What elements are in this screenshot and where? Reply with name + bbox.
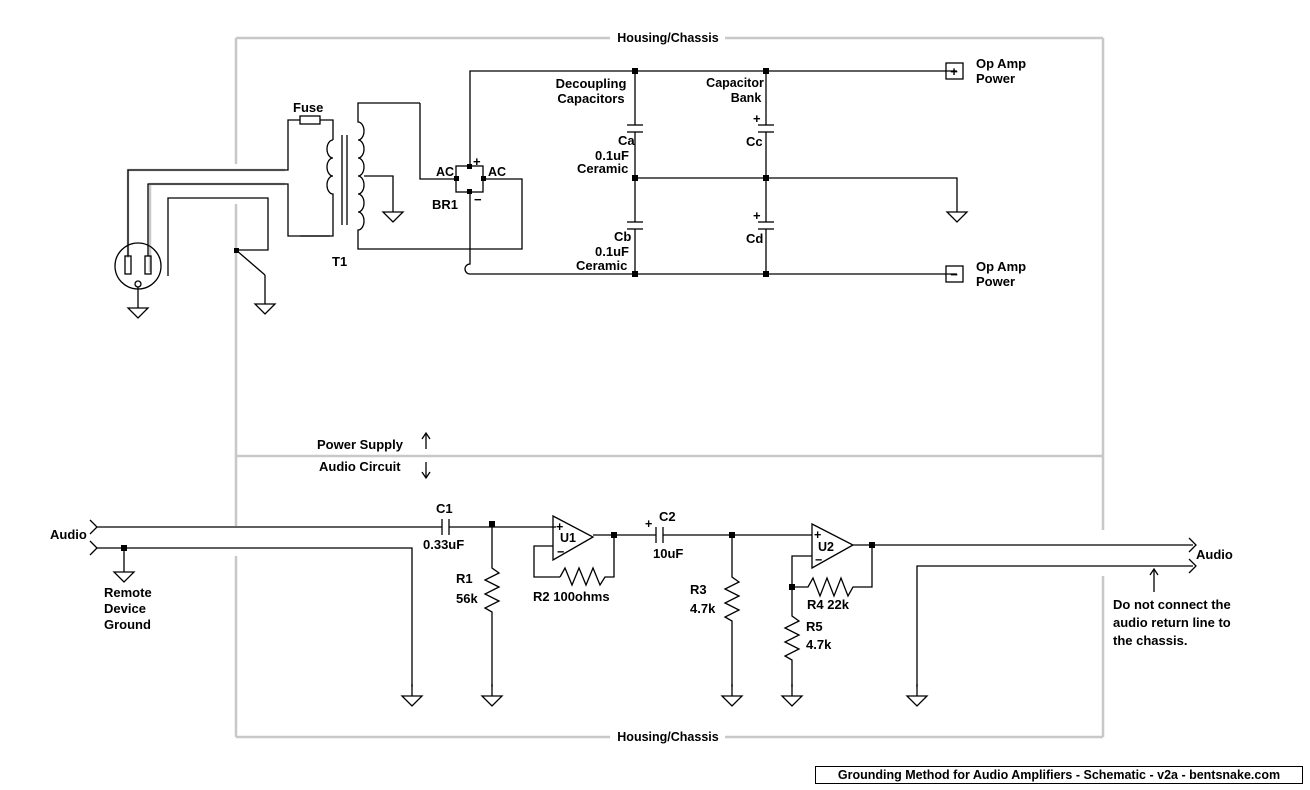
capacitor-c1 [441, 519, 556, 535]
c1-value: 0.33uF [423, 537, 464, 552]
chassis-ground [234, 248, 266, 292]
ca-value: 0.1uF [595, 148, 629, 163]
opamp-pos-line2: Power [976, 71, 1015, 86]
remote-line1: Remote [104, 585, 152, 600]
u1-minus: − [557, 545, 564, 559]
ca-name: Ca [618, 133, 635, 148]
transformer-t1 [300, 102, 470, 250]
bridge-plus: + [473, 154, 481, 169]
bank-label-line2: Bank [731, 91, 762, 105]
neg-terminal-sign: − [950, 267, 958, 282]
opamp-neg-line2: Power [976, 274, 1015, 289]
remote-line2: Device [104, 601, 146, 616]
u1-plus: + [556, 520, 563, 534]
decoupling-label-line1: Decoupling [556, 76, 627, 91]
opamp-u2 [783, 522, 1193, 687]
r4-label: R4 22k [807, 597, 850, 612]
outlet-ground-icon [127, 295, 149, 319]
note-line3: the chassis. [1113, 633, 1187, 648]
r5-ground-icon [781, 683, 803, 707]
u1-label: U1 [560, 531, 576, 545]
bridge-rectifier-br1 [454, 70, 957, 275]
section-power-supply: Power Supply [317, 437, 404, 452]
cb-name: Cb [614, 229, 631, 244]
chassis-label-bottom: Housing/Chassis [617, 730, 718, 744]
t1-label: T1 [332, 254, 347, 269]
r2-label: R2 100ohms [533, 589, 610, 604]
c1-name: C1 [436, 501, 453, 516]
bridge-minus: − [474, 192, 482, 207]
resistor-r3 [723, 532, 741, 687]
supply-ground-icon [946, 199, 968, 223]
r1-ground-icon [481, 683, 503, 707]
u2-minus: − [815, 553, 822, 567]
cb-type: Ceramic [576, 258, 627, 273]
audio-input-connector [89, 519, 442, 687]
resistor-r1 [483, 521, 501, 687]
chassis-label-top: Housing/Chassis [617, 31, 718, 45]
note-line2: audio return line to [1113, 615, 1231, 630]
audio-output-connector [916, 537, 1197, 687]
note-line1: Do not connect the [1113, 597, 1231, 612]
u2-plus: + [814, 528, 821, 542]
supply-capacitors [627, 68, 958, 277]
remote-ground-icon [113, 559, 135, 583]
decoupling-label-line2: Capacitors [557, 91, 624, 106]
opamp-power-terminals [945, 62, 964, 283]
ct-ground-icon [382, 199, 404, 223]
ca-type: Ceramic [577, 161, 628, 176]
cc-plus: + [753, 111, 761, 126]
opamp-neg-line1: Op Amp [976, 259, 1026, 274]
input-return-ground-icon [401, 683, 423, 707]
audio-in-label: Audio [50, 527, 87, 542]
u2-label: U2 [818, 540, 834, 554]
remote-line3: Ground [104, 617, 151, 632]
cb-value: 0.1uF [595, 244, 629, 259]
output-return-ground-icon [906, 683, 928, 707]
c2-plus: + [645, 517, 652, 531]
section-arrows [421, 431, 431, 480]
pos-terminal-sign: + [950, 64, 958, 79]
ac-right-label: AC [488, 165, 506, 179]
ac-left-label: AC [436, 165, 454, 179]
capacitor-c2 [655, 527, 812, 543]
cc-name: Cc [746, 134, 763, 149]
fuse-label: Fuse [293, 100, 323, 115]
r3-ground-icon [721, 683, 743, 707]
r3-name: R3 [690, 582, 707, 597]
housing-chassis [126, 36, 1105, 739]
c2-value: 10uF [653, 546, 683, 561]
r1-value: 56k [456, 591, 478, 606]
bank-label-line1: Capacitor [706, 76, 764, 90]
r3-value: 4.7k [690, 601, 716, 616]
opamp-u1 [533, 514, 656, 587]
chassis-ground-icon [254, 291, 276, 315]
opamp-pos-line1: Op Amp [976, 56, 1026, 71]
cd-plus: + [753, 208, 761, 223]
r5-value: 4.7k [806, 637, 832, 652]
ac-outlet [114, 119, 330, 296]
fuse [299, 115, 334, 140]
section-audio-circuit: Audio Circuit [319, 459, 401, 474]
c2-name: C2 [659, 509, 676, 524]
title-block: Grounding Method for Audio Amplifiers - … [815, 766, 1303, 784]
r5-name: R5 [806, 619, 823, 634]
cd-name: Cd [746, 231, 763, 246]
r1-name: R1 [456, 571, 473, 586]
audio-out-label: Audio [1196, 547, 1233, 562]
br1-label: BR1 [432, 197, 458, 212]
